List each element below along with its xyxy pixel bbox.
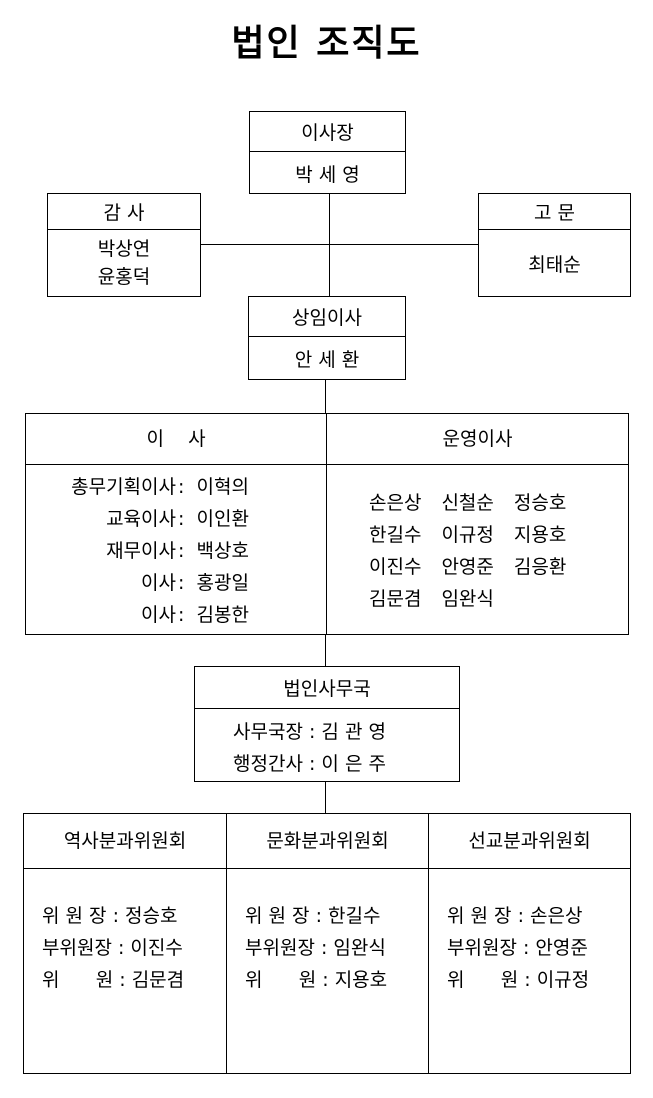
connector-standing-directors — [325, 379, 326, 414]
auditor-name-1: 박상연 — [97, 238, 151, 260]
auditor-name-2: 윤홍덕 — [97, 266, 151, 288]
list-item: 행정간사 : 이 은 주 — [233, 753, 386, 775]
standing-director-box: 상임이사 안 세 환 — [248, 296, 406, 380]
committees-box: 역사분과위원회 문화분과위원회 선교분과위원회 위 원 장 : 정승호 부위원장… — [23, 813, 631, 1074]
list-item: 부위원장 : 안영준 — [447, 937, 588, 959]
operating-directors-label: 운영이사 — [442, 428, 513, 450]
advisor-name: 최태순 — [528, 253, 581, 276]
board-box: 이 사 운영이사 총무기획이사 : 이혁의 교육이사 : 이인환 재무이사 : … — [25, 413, 629, 635]
connector-directors-secretariat — [325, 634, 326, 667]
list-item: 사무국장 : 김 관 영 — [233, 721, 386, 743]
list-item: 부위원장 : 이진수 — [42, 937, 183, 959]
list-item: : 이혁의 — [178, 476, 249, 498]
standing-director-label: 상임이사 — [292, 307, 362, 329]
auditor-box: 감 사 박상연 윤홍덕 — [47, 193, 201, 297]
chairman-box: 이사장 박 세 영 — [249, 111, 406, 194]
standing-director-name: 안 세 환 — [294, 348, 360, 371]
chairman-name: 박 세 영 — [295, 163, 360, 186]
secretariat-label: 법인사무국 — [283, 678, 371, 700]
page-title: 법인 조직도 — [231, 23, 422, 64]
list-item: 위 원 : 이규정 — [447, 969, 590, 991]
list-item: 위 원 장 : 한길수 — [245, 905, 381, 927]
committee-culture-label: 문화분과위원회 — [266, 830, 389, 852]
chairman-label: 이사장 — [301, 122, 354, 144]
list-item: 위 원 : 지용호 — [245, 969, 388, 991]
secretariat-box: 법인사무국 사무국장 : 김 관 영 행정간사 : 이 은 주 — [194, 666, 460, 782]
committee-mission-label: 선교분과위원회 — [468, 830, 591, 852]
connector-chairman-standing — [329, 193, 330, 297]
list-item: 위 원 장 : 정승호 — [42, 905, 178, 927]
advisor-label: 고 문 — [534, 202, 575, 224]
list-item: 위 원 : 김문겸 — [42, 969, 185, 991]
advisor-box: 고 문 최태순 — [478, 193, 631, 297]
committee-history-label: 역사분과위원회 — [63, 830, 187, 852]
connector-secretariat-committees — [325, 781, 326, 814]
list-item: 부위원장 : 임완식 — [245, 937, 386, 959]
list-item: 총무기획이사 — [71, 476, 176, 498]
list-item: 위 원 장 : 손은상 — [447, 905, 583, 927]
directors-label: 이 사 — [146, 428, 206, 450]
auditor-label: 감 사 — [103, 202, 145, 224]
connector-auditor-advisor — [200, 244, 478, 245]
